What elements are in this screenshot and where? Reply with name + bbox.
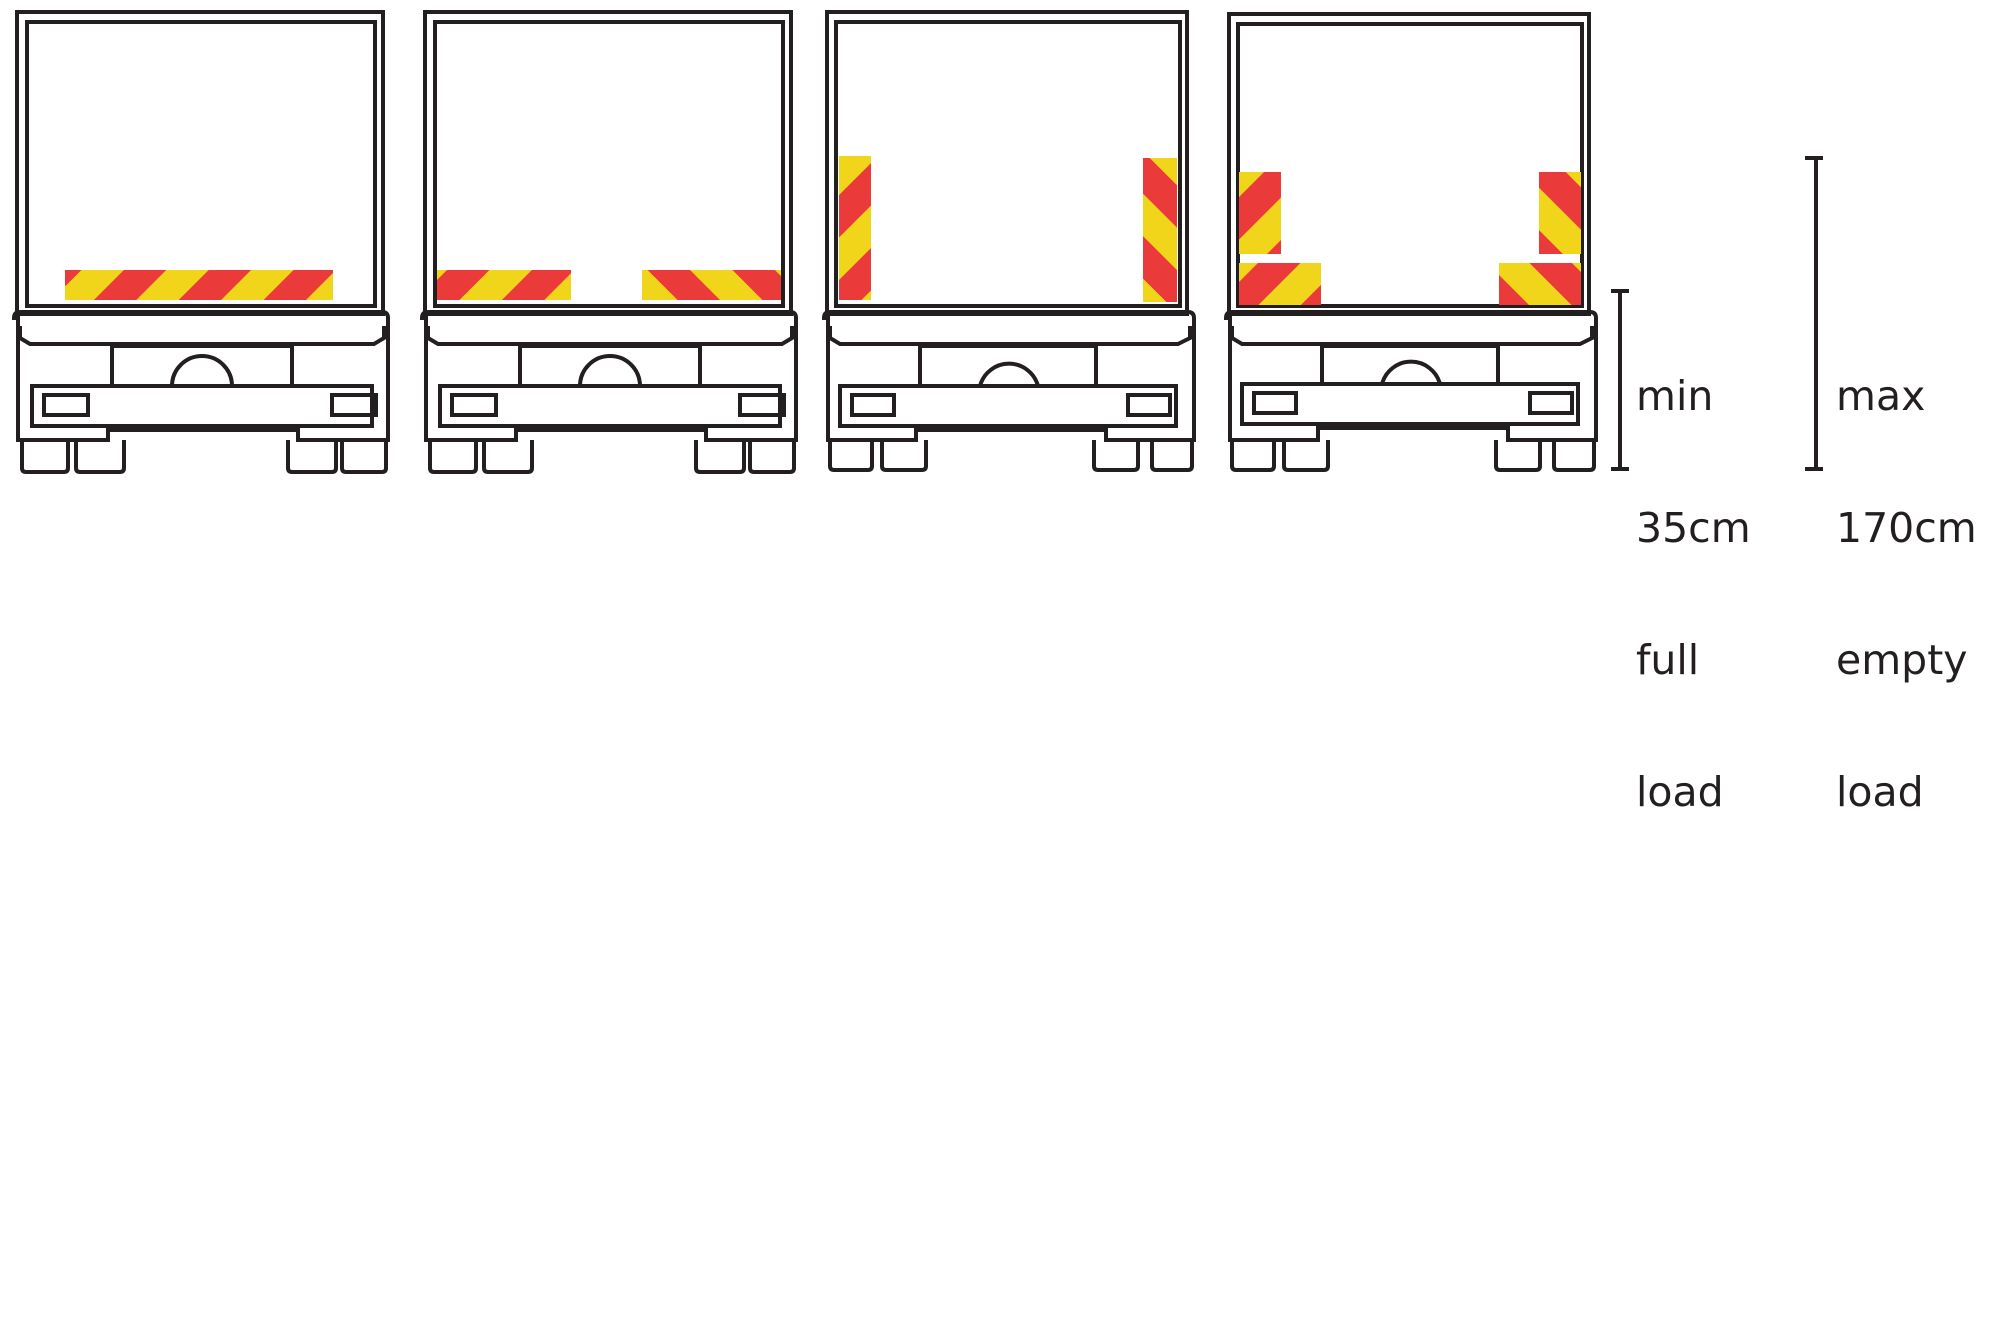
min-scale-cap-bottom xyxy=(1611,467,1629,471)
truck-4 xyxy=(1224,0,1604,480)
marking-plate-left-lower xyxy=(1239,263,1321,305)
marking-plate-right xyxy=(642,270,781,300)
marking-plate-left xyxy=(437,270,571,300)
truck-2 xyxy=(420,0,800,480)
truck-outline-icon xyxy=(12,10,390,474)
marking-plate-left-upper xyxy=(1239,172,1281,254)
min-scale-cap-top xyxy=(1611,289,1629,293)
max-scale-bar xyxy=(1814,157,1818,470)
max-height-label: max 170cm empty load xyxy=(1836,286,1977,902)
max-scale-cap-bottom xyxy=(1805,467,1823,471)
truck-3 xyxy=(822,0,1202,480)
max-label-value: 170cm xyxy=(1836,504,1977,552)
min-label-line: full xyxy=(1636,636,1700,684)
min-label-line: load xyxy=(1636,768,1724,816)
max-scale-cap-top xyxy=(1805,156,1823,160)
marking-plate-right-lower xyxy=(1499,263,1581,305)
marking-plate-right xyxy=(1143,158,1177,302)
min-label-value: 35cm xyxy=(1636,504,1751,552)
max-label-line: empty xyxy=(1836,636,1968,684)
max-label-line: max xyxy=(1836,372,1926,420)
truck-outline-icon xyxy=(1224,12,1598,472)
min-label-line: min xyxy=(1636,372,1714,420)
min-scale-bar xyxy=(1618,290,1622,470)
max-label-line: load xyxy=(1836,768,1924,816)
truck-1 xyxy=(12,0,392,480)
marking-plate-right-upper xyxy=(1539,172,1581,254)
marking-plate-left xyxy=(839,156,871,300)
marking-plate xyxy=(65,270,333,300)
min-height-label: min 35cm full load xyxy=(1636,286,1751,902)
truck-outline-icon xyxy=(822,10,1196,472)
truck-outline-icon xyxy=(420,10,798,474)
